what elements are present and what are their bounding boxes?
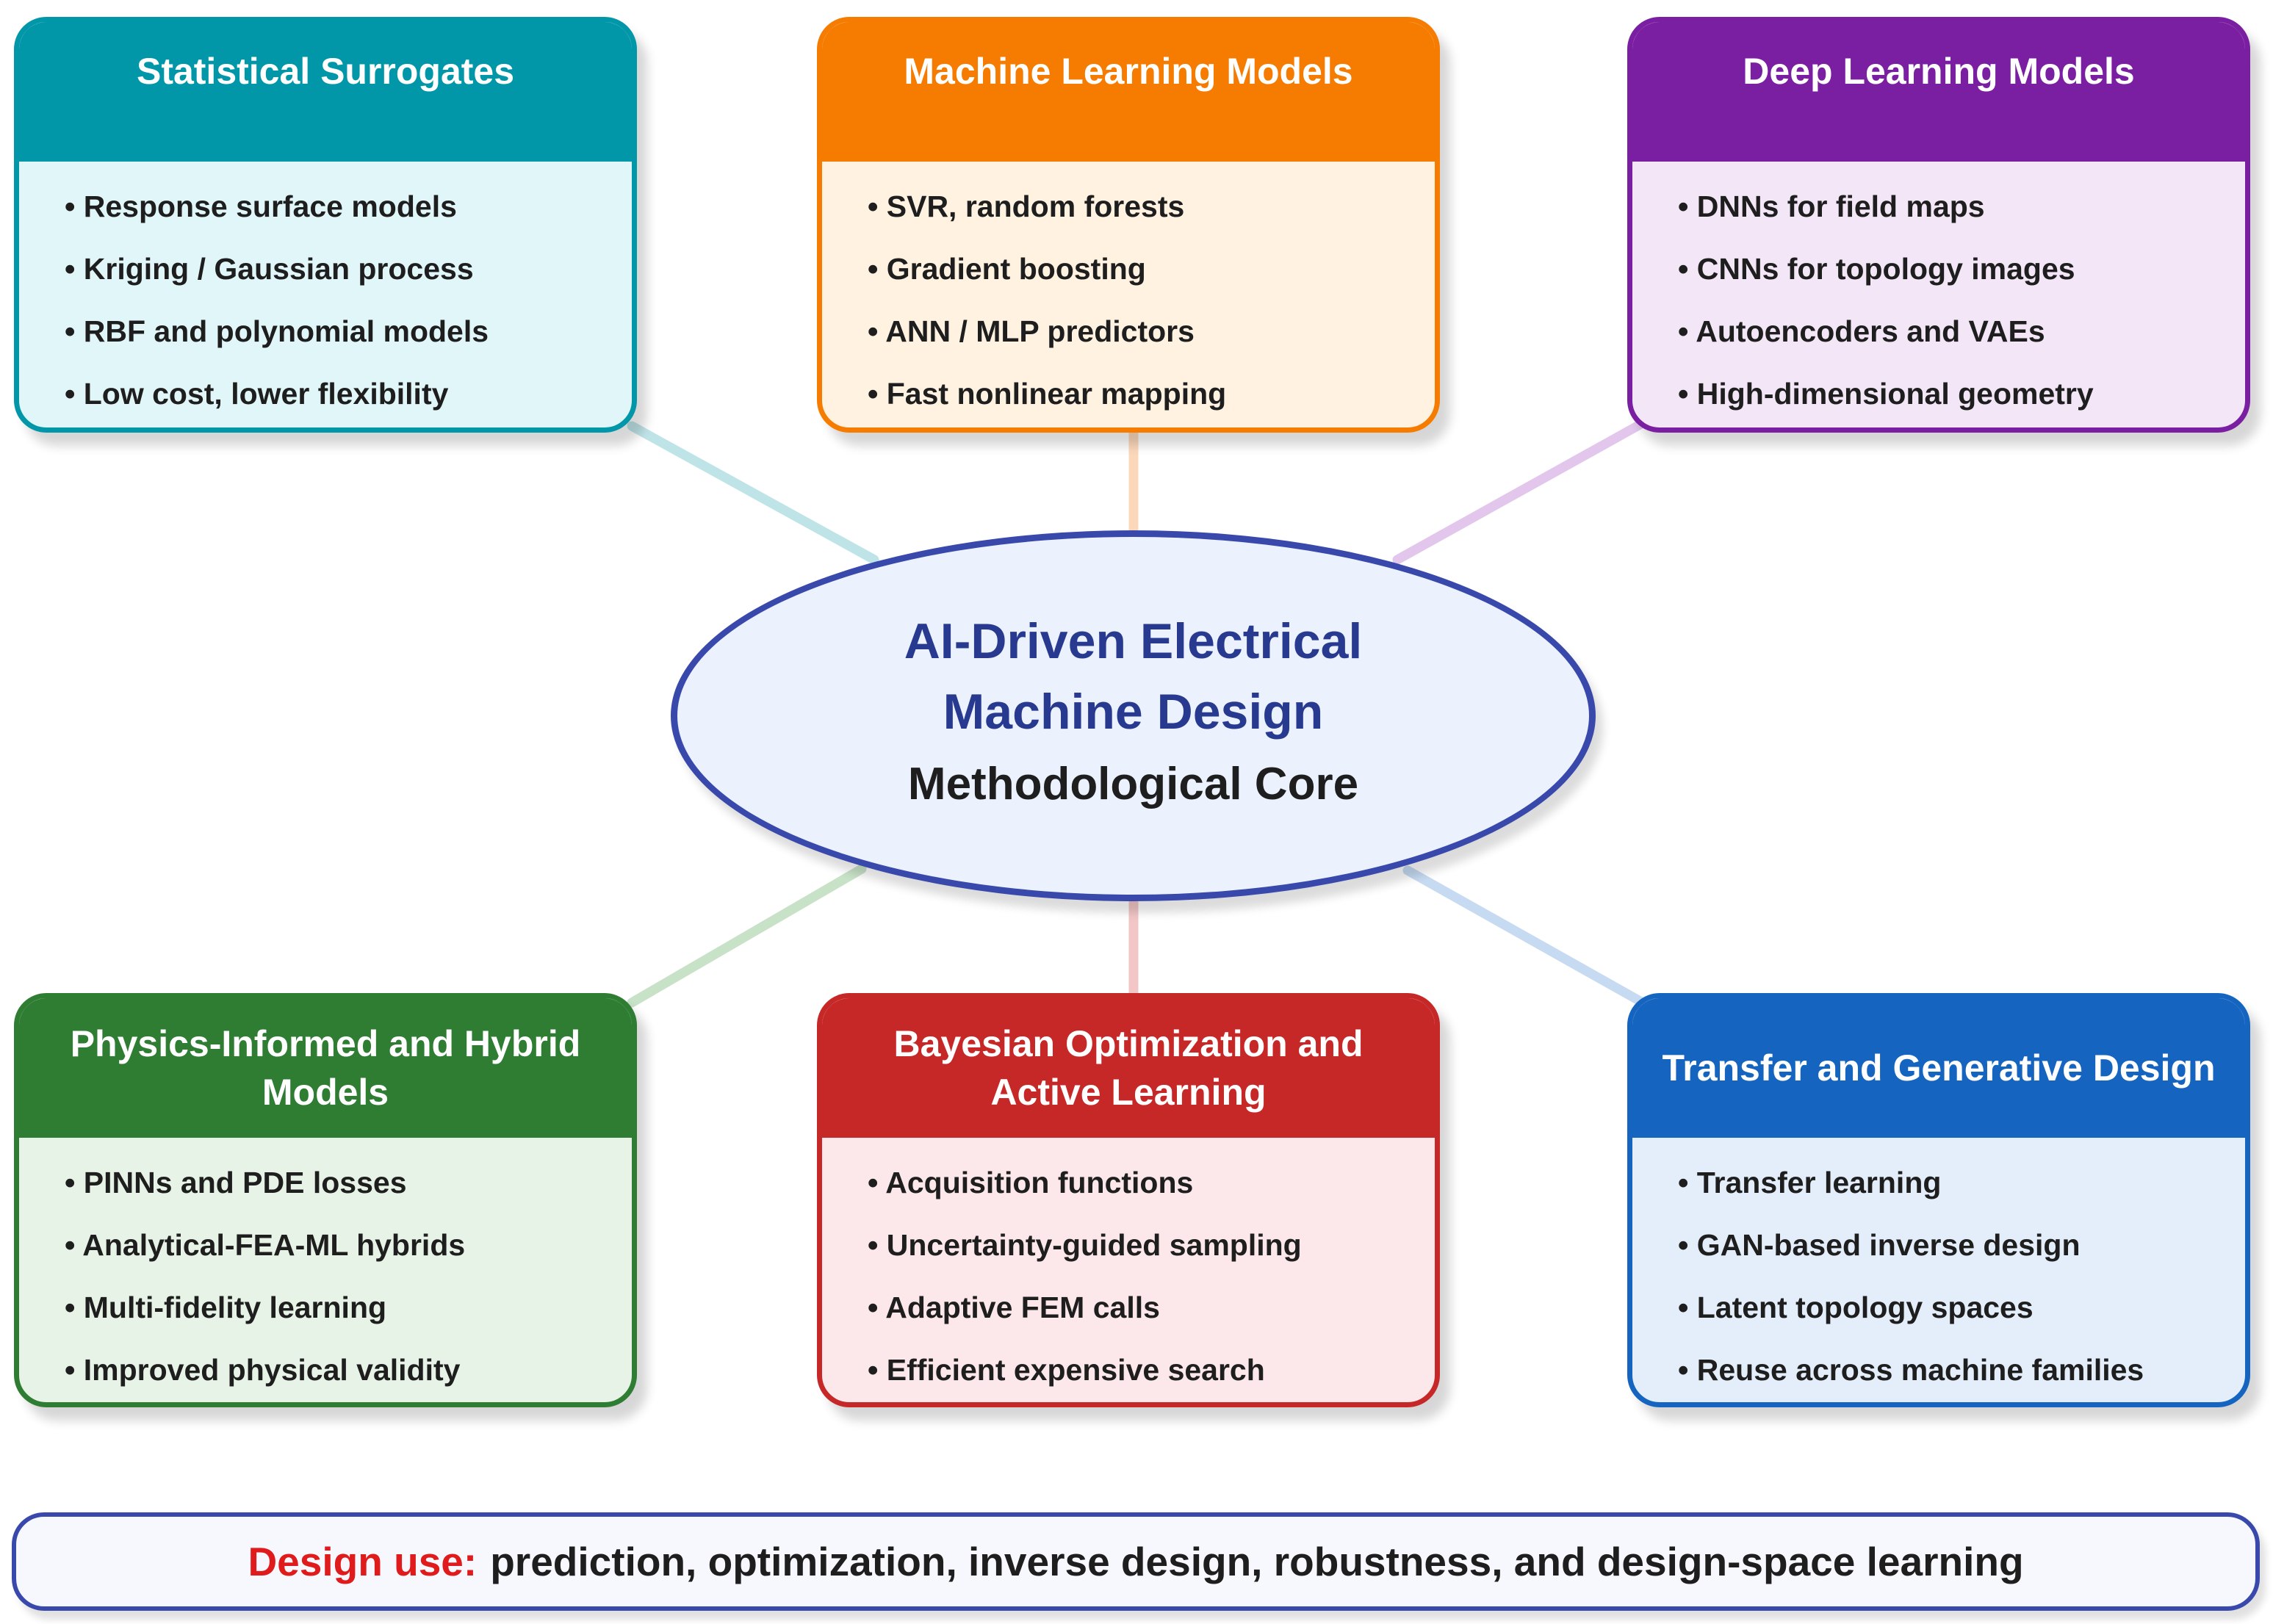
connector-statistical: [627, 421, 879, 565]
list-item: • DNNs for field maps: [1678, 190, 1985, 223]
card-bayesian-optimization: Bayesian Optimization and Active Learnin…: [817, 993, 1440, 1407]
list-item: • Response surface models: [65, 190, 457, 223]
list-item: • High-dimensional geometry: [1678, 377, 2094, 411]
core-ellipse: [671, 530, 1596, 901]
card-item-list: • DNNs for field maps • CNNs for topolog…: [1632, 162, 2245, 427]
list-item: • Transfer learning: [1678, 1166, 1942, 1199]
list-item: • SVR, random forests: [868, 190, 1185, 223]
card-header: Physics-Informed and Hybrid Models: [19, 998, 632, 1138]
connector-transfer: [1402, 865, 1648, 1008]
list-item: • Fast nonlinear mapping: [868, 377, 1227, 411]
card-statistical-surrogates: Statistical Surrogates • Response surfac…: [14, 17, 637, 433]
connector-physics-informed: [627, 864, 867, 1008]
card-item-list: • Response surface models • Kriging / Ga…: [19, 162, 632, 427]
list-item: • Low cost, lower flexibility: [65, 377, 449, 411]
card-deep-learning-models: Deep Learning Models • DNNs for field ma…: [1627, 17, 2250, 433]
list-item: • Latent topology spaces: [1678, 1291, 2034, 1324]
list-item: • Improved physical validity: [65, 1353, 461, 1387]
list-item: • Analytical-FEA-ML hybrids: [65, 1228, 466, 1262]
card-header: Deep Learning Models: [1632, 22, 2245, 162]
list-item: • CNNs for topology images: [1678, 252, 2075, 286]
connector-deep-learning: [1392, 418, 1648, 565]
list-item: • GAN-based inverse design: [1678, 1228, 2081, 1262]
list-item: • Efficient expensive search: [868, 1353, 1265, 1387]
list-item: • Gradient boosting: [868, 252, 1146, 286]
list-item: • Autoencoders and VAEs: [1678, 314, 2045, 348]
core-title-line2: Machine Design: [943, 684, 1324, 740]
card-title: Machine Learning Models: [904, 51, 1353, 92]
card-item-list: • Transfer learning • GAN-based inverse …: [1632, 1138, 2245, 1402]
list-item: • Multi-fidelity learning: [65, 1291, 387, 1324]
list-item: • Reuse across machine families: [1678, 1353, 2144, 1387]
card-machine-learning-models: Machine Learning Models • SVR, random fo…: [817, 17, 1440, 433]
card-title: Physics-Informed and Hybrid Models: [70, 1023, 581, 1113]
core-subtitle: Methodological Core: [907, 759, 1359, 809]
card-item-list: • SVR, random forests • Gradient boostin…: [822, 162, 1435, 427]
card-physics-informed-hybrid: Physics-Informed and Hybrid Models • PIN…: [14, 993, 637, 1407]
list-item: • RBF and polynomial models: [65, 314, 489, 348]
list-item: • ANN / MLP predictors: [868, 314, 1195, 348]
card-item-list: • Acquisition functions • Uncertainty-gu…: [822, 1138, 1435, 1402]
card-title: Statistical Surrogates: [136, 51, 515, 92]
list-item: • Uncertainty-guided sampling: [868, 1228, 1302, 1262]
design-use-banner: Design use: prediction, optimization, in…: [12, 1512, 2260, 1611]
card-title: Bayesian Optimization and Active Learnin…: [893, 1023, 1364, 1113]
card-transfer-generative: Transfer and Generative Design • Transfe…: [1627, 993, 2250, 1407]
list-item: • Kriging / Gaussian process: [65, 252, 474, 286]
card-header: Machine Learning Models: [822, 22, 1435, 162]
design-use-label: Design use:: [248, 1539, 478, 1584]
card-header: Transfer and Generative Design: [1632, 998, 2245, 1138]
list-item: • Acquisition functions: [868, 1166, 1194, 1199]
card-header: Bayesian Optimization and Active Learnin…: [822, 998, 1435, 1138]
design-use-text: prediction, optimization, inverse design…: [490, 1539, 2024, 1584]
card-title: Deep Learning Models: [1743, 51, 2135, 92]
card-title: Transfer and Generative Design: [1662, 1047, 2216, 1089]
core-title-line1: AI-Driven Electrical: [904, 613, 1363, 669]
list-item: • Adaptive FEM calls: [868, 1291, 1160, 1324]
card-item-list: • PINNs and PDE losses • Analytical-FEA-…: [19, 1138, 632, 1402]
list-item: • PINNs and PDE losses: [65, 1166, 407, 1199]
card-header: Statistical Surrogates: [19, 22, 632, 162]
